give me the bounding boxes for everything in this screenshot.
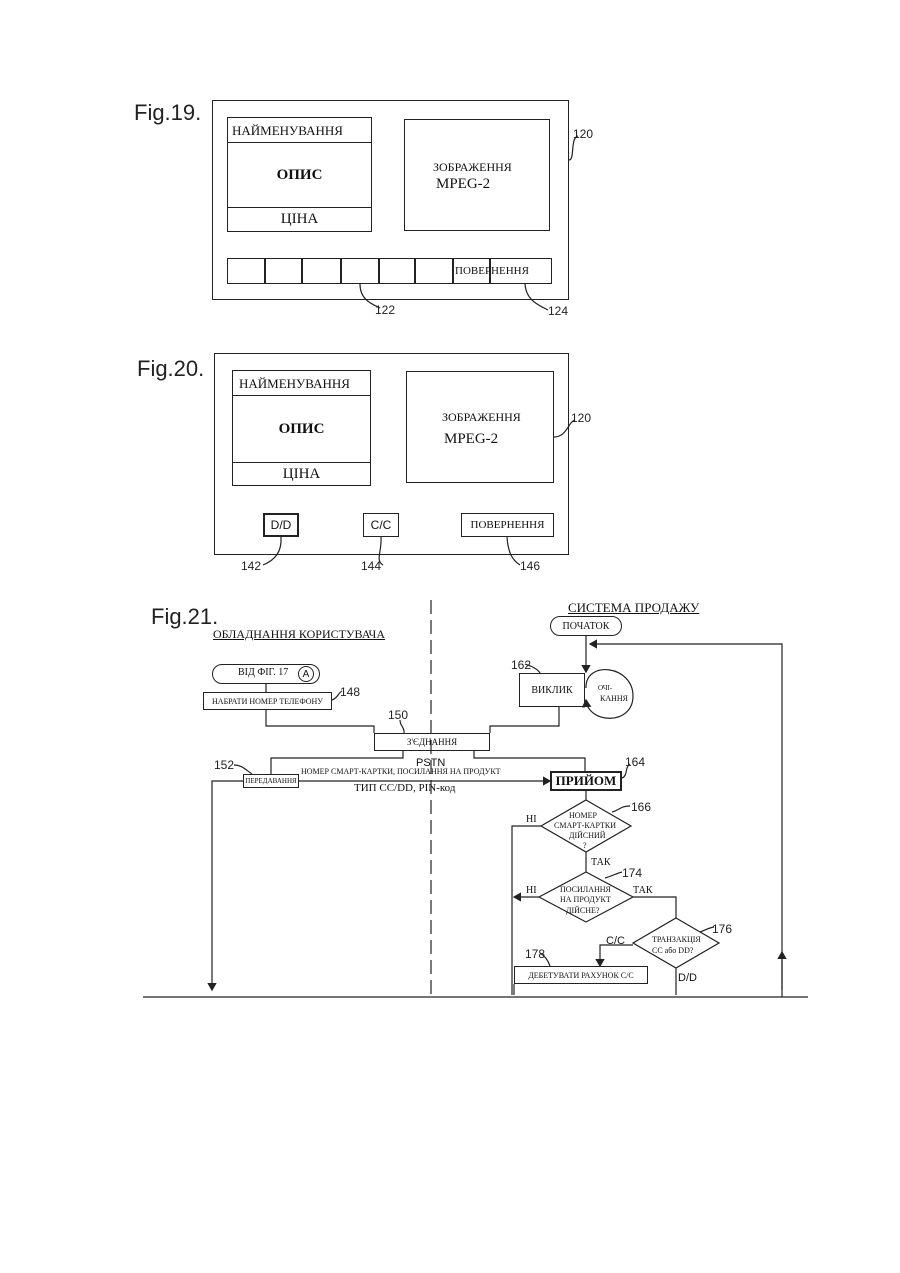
fig21-line-transmit-down xyxy=(212,781,243,990)
fig19-leader-122 xyxy=(360,284,380,308)
fig21-leader-174 xyxy=(605,872,622,878)
fig20-leader-142 xyxy=(263,537,281,565)
fig21-line-conn-pstn-right xyxy=(474,751,585,771)
fig19-leader-120 xyxy=(569,136,578,160)
fig21-line-dial-conn xyxy=(266,710,374,733)
fig21-leader-150 xyxy=(400,720,404,733)
fig19-leader-124 xyxy=(525,284,548,310)
fig21-leader-166 xyxy=(612,806,630,812)
fig20-leader-144 xyxy=(379,537,383,565)
fig21-line-call-conn xyxy=(490,707,559,733)
fig21-line-conn-pstn-left xyxy=(271,751,403,774)
fig21-leader-164 xyxy=(622,764,630,778)
fig21-line-d3-cc xyxy=(600,945,633,966)
fig21-leader-148 xyxy=(332,691,342,700)
fig21-leader-178 xyxy=(540,953,550,966)
fig21-leader-162 xyxy=(525,664,540,673)
fig21-wait-loop xyxy=(586,670,633,719)
fig21-decision1-diamond xyxy=(541,800,631,852)
fig21-line-d1-no xyxy=(512,826,541,995)
fig20-leader-120 xyxy=(554,420,575,437)
fig21-decision2-diamond xyxy=(539,872,633,922)
fig21-line-d2-yes xyxy=(633,897,676,918)
fig20-leader-146 xyxy=(507,537,520,565)
fig21-decision3-diamond xyxy=(633,918,719,968)
fig21-line-return-loop xyxy=(590,644,782,990)
fig21-leader-152 xyxy=(234,765,252,774)
fig21-leader-176 xyxy=(700,927,714,932)
